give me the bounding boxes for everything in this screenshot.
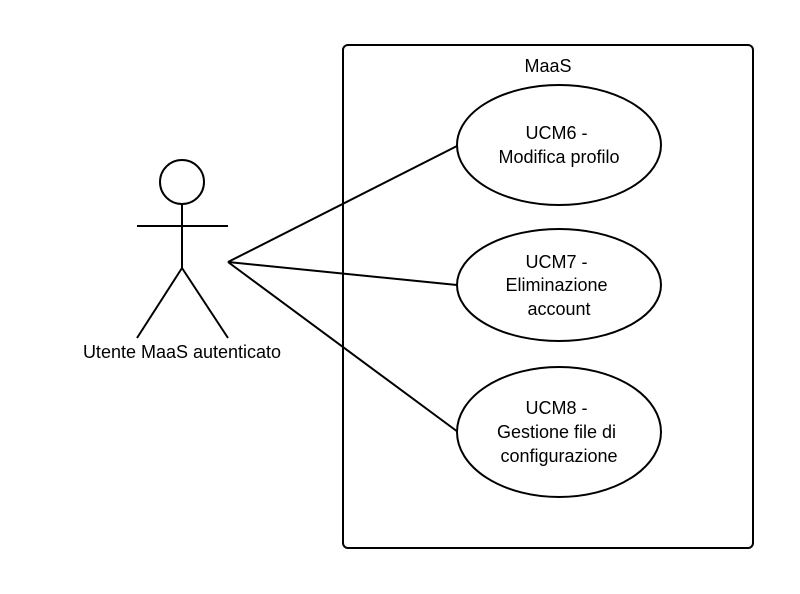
use-case-ucm7-line-1: UCM7 - [525,252,587,272]
association-ucm7 [227,261,458,286]
association-ucm8 [227,261,459,433]
system-boundary-box [342,44,754,549]
actor-left-leg [136,267,183,339]
use-case-ucm6-line-2: Modifica profilo [498,147,619,167]
use-case-ucm7-shape [456,228,662,342]
actor-label: Utente MaaS autenticato [83,342,281,362]
association-ucm6 [227,145,458,263]
actor-right-leg [181,267,229,339]
use-case-ucm8[interactable]: UCM8 - Gestione file di configurazione [456,366,662,498]
use-case-ucm8-shape [456,366,662,498]
use-case-ucm6-shape [456,84,662,206]
system-boundary: MaaS [342,44,754,549]
use-case-ucm8-line-2: Gestione file di [497,422,616,442]
use-case-ucm8-label: UCM8 - Gestione file di configurazione [497,398,621,466]
system-title: MaaS [524,56,571,76]
actor-figure: Utente MaaS autenticato [83,159,281,362]
use-case-ucm7[interactable]: UCM7 - Eliminazione account [456,228,662,342]
actor-head [159,159,205,205]
use-case-ucm8-line-3: configurazione [500,446,617,466]
use-case-ucm7-line-2: Eliminazione [505,275,607,295]
use-case-ucm6-label: UCM6 - Modifica profilo [498,123,619,167]
associations [227,145,459,433]
use-case-ucm8-line-1: UCM8 - [525,398,587,418]
use-case-ucm6-line-1: UCM6 - [525,123,587,143]
use-case-ucm6[interactable]: UCM6 - Modifica profilo [456,84,662,206]
use-case-ucm7-line-3: account [527,299,590,319]
use-case-ucm7-label: UCM7 - Eliminazione account [505,252,612,319]
